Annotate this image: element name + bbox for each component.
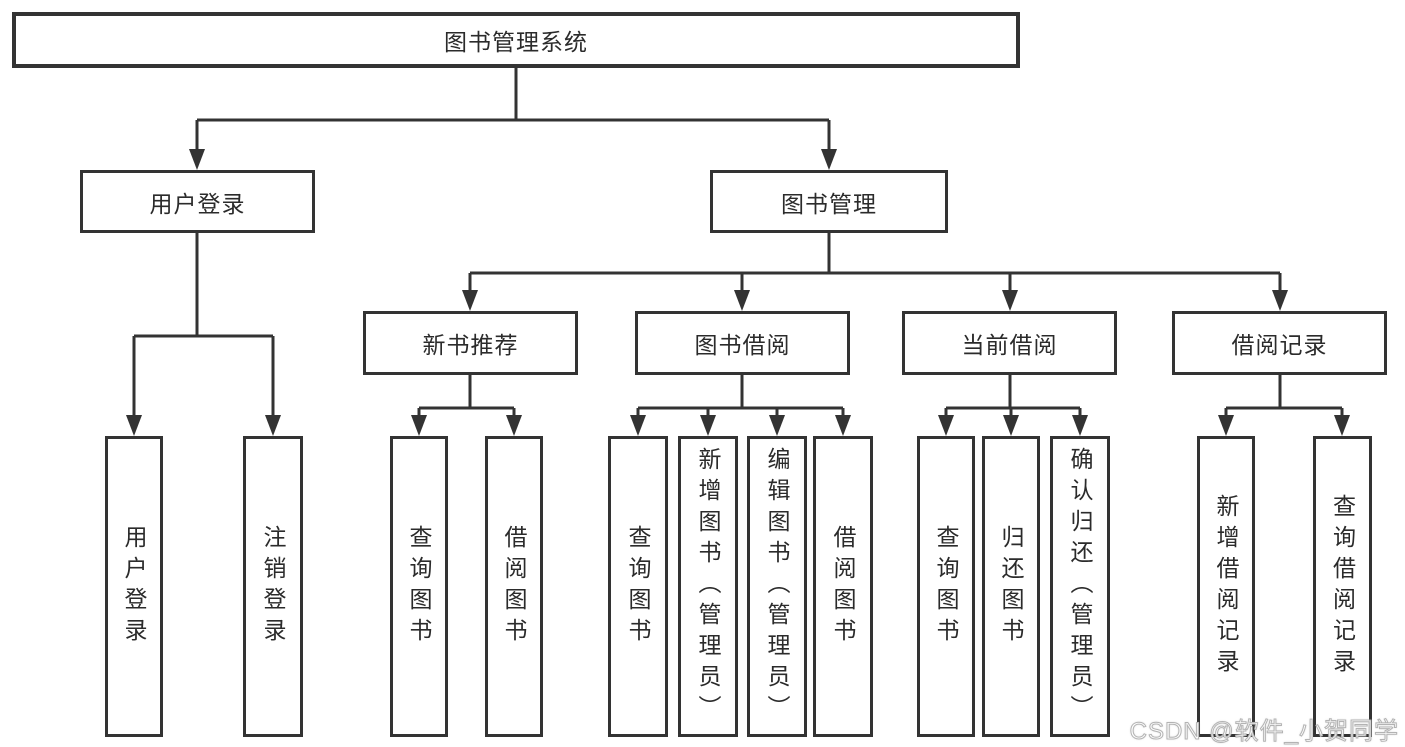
leaf-records-add-record: 新增借阅记录 [1197, 436, 1255, 737]
node-label: 用户登录 [149, 190, 246, 217]
leaf-newbook-borrow-books: 借阅图书 [485, 436, 543, 737]
leaf-label: 查询图书 [406, 524, 432, 649]
node-book-borrowing: 图书借阅 [635, 311, 850, 375]
leaf-label: 查询图书 [933, 524, 959, 649]
connector-user-login-to-leaves [132, 233, 275, 432]
node-label: 借阅记录 [1231, 332, 1328, 358]
node-label: 图书管理 [781, 190, 877, 217]
connector-root-to-level2 [195, 68, 831, 166]
node-library-management-system: 图书管理系统 [12, 12, 1020, 68]
leaf-label: 编辑图书（管理员） [764, 447, 790, 726]
leaf-label: 注销登录 [260, 524, 286, 649]
leaf-borrow-add-books-admin: 新增图书（管理员） [678, 436, 738, 737]
leaf-label: 新增借阅记录 [1213, 493, 1239, 680]
connector-new-book-to-leaves [417, 375, 516, 432]
node-label: 图书管理系统 [444, 29, 588, 55]
arrowheads [126, 149, 1350, 436]
connector-borrow-records-to-leaves [1224, 375, 1344, 432]
leaf-label: 归还图书 [998, 524, 1024, 649]
node-book-management: 图书管理 [710, 170, 948, 233]
node-borrowing-records: 借阅记录 [1172, 311, 1387, 375]
leaf-label: 查询借阅记录 [1329, 493, 1356, 680]
leaf-borrow-borrow-books: 借阅图书 [813, 436, 873, 737]
leaf-current-search-books: 查询图书 [917, 436, 975, 737]
leaf-label: 确认归还（管理员） [1067, 447, 1093, 726]
node-user-login: 用户登录 [80, 170, 315, 233]
leaf-newbook-search-books: 查询图书 [390, 436, 448, 737]
node-label: 图书借阅 [694, 332, 791, 358]
node-current-borrowing: 当前借阅 [902, 311, 1117, 375]
leaf-borrow-search-books: 查询图书 [608, 436, 668, 737]
leaf-current-confirm-return-admin: 确认归还（管理员） [1050, 436, 1110, 737]
node-label: 当前借阅 [961, 332, 1058, 358]
leaf-records-search-record: 查询借阅记录 [1313, 436, 1372, 737]
leaf-user-login: 用户登录 [105, 436, 163, 737]
leaf-logout: 注销登录 [243, 436, 303, 737]
leaf-label: 借阅图书 [830, 524, 856, 649]
leaf-label: 借阅图书 [501, 524, 527, 649]
node-new-book-recommendation: 新书推荐 [363, 311, 578, 375]
leaf-current-return-books: 归还图书 [982, 436, 1040, 737]
csdn-watermark: CSDN @软件_小贺同学 [1129, 718, 1399, 746]
leaf-label: 查询图书 [625, 524, 651, 649]
node-label: 新书推荐 [422, 332, 519, 358]
connector-book-borrow-to-leaves [636, 375, 845, 432]
leaf-borrow-edit-books-admin: 编辑图书（管理员） [747, 436, 807, 737]
leaf-label: 新增图书（管理员） [695, 447, 721, 726]
leaf-label: 用户登录 [121, 524, 147, 649]
connector-book-management-to-level3 [468, 233, 1282, 307]
